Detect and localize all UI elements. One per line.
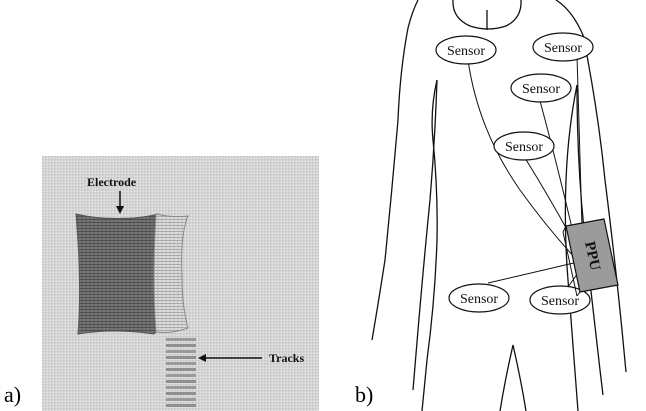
body-outline: [372, 0, 626, 411]
svg-text:Sensor: Sensor: [447, 44, 485, 59]
svg-text:Sensor: Sensor: [544, 41, 582, 56]
textile-electrode-photo: Electrode Tracks: [42, 156, 319, 411]
panel-b-label: b): [355, 384, 373, 406]
body-sensor-diagram: Sensor Sensor Sensor Sensor Sensor Senso…: [360, 0, 646, 411]
sensor-upper-right: Sensor: [533, 33, 593, 61]
sensor-lower-left: Sensor: [449, 284, 509, 312]
electrode-label: Electrode: [87, 175, 137, 189]
svg-text:Sensor: Sensor: [505, 140, 543, 155]
svg-text:Sensor: Sensor: [522, 82, 560, 97]
sensor-chest: Sensor: [511, 74, 571, 102]
electrode-pad: [76, 214, 158, 334]
sensor-mid-chest: Sensor: [494, 132, 554, 160]
tracks-label: Tracks: [269, 351, 304, 365]
svg-text:Sensor: Sensor: [541, 294, 579, 309]
ppu-unit: PPU: [563, 219, 618, 296]
svg-text:Sensor: Sensor: [460, 292, 498, 307]
panel-a-label: a): [4, 384, 21, 406]
sensor-upper-left: Sensor: [436, 36, 496, 64]
